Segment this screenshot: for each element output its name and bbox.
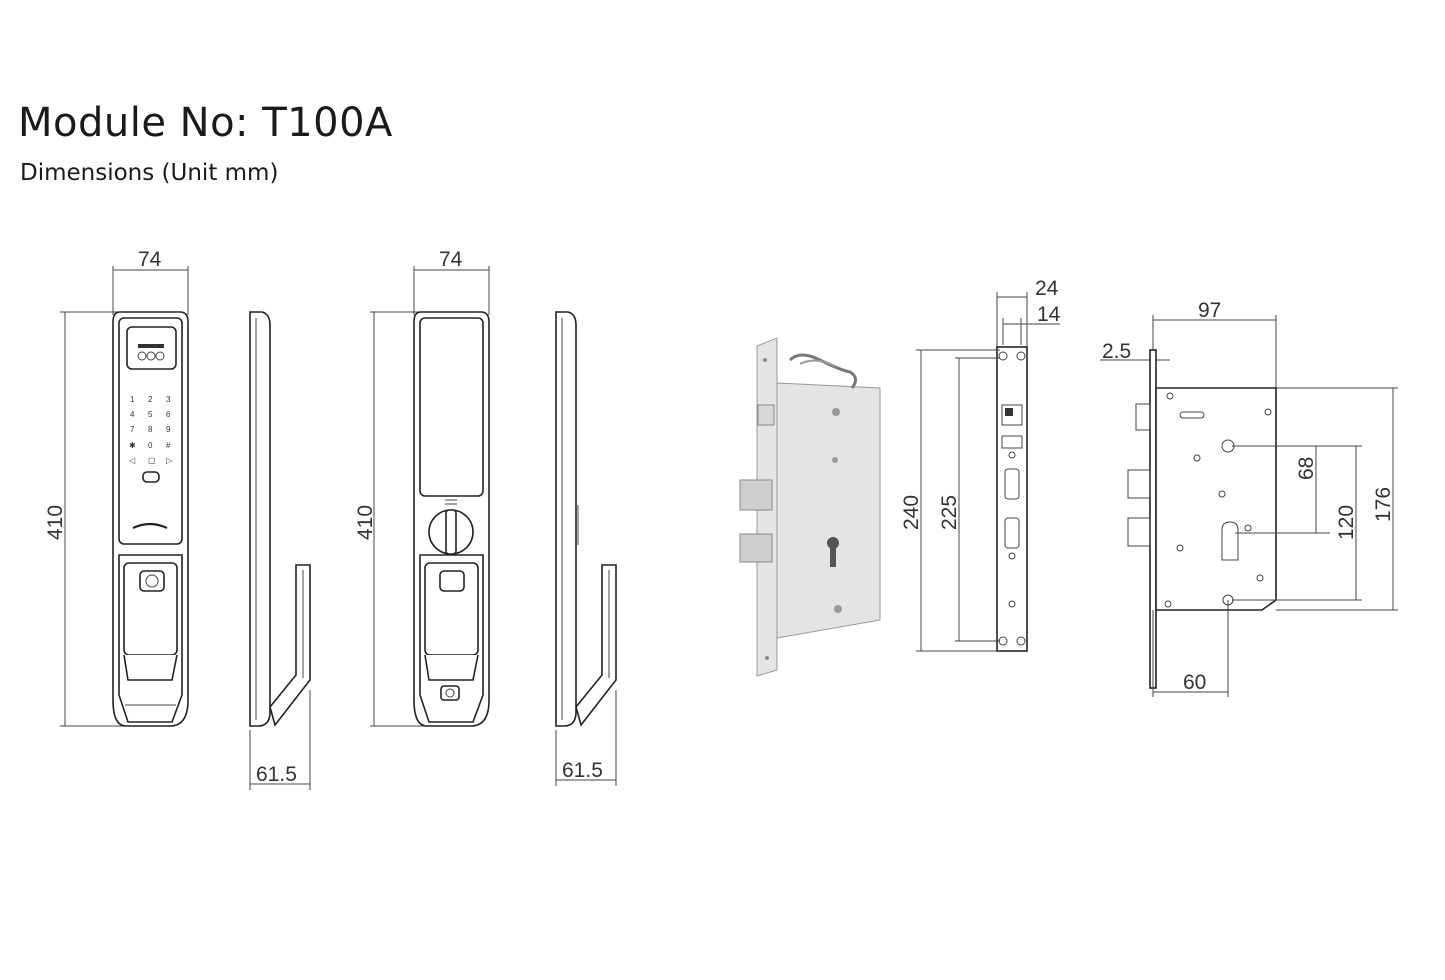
keypad-keys: 1 2 3 4 5 6 7 8 9 ✱ 0 # ◁ ▢ ▷ [129, 395, 173, 465]
svg-text:8: 8 [148, 425, 153, 434]
mortise-lock-illustration [739, 337, 881, 677]
svg-text:◁: ◁ [129, 456, 136, 465]
battery-cover [419, 317, 484, 497]
fingerprint-sensor [139, 570, 165, 592]
dim-back-side-depth: 61.5 [562, 759, 603, 782]
svg-text:2: 2 [148, 395, 153, 404]
mortise-case-outline [1155, 387, 1277, 611]
svg-text:✱: ✱ [129, 441, 136, 450]
side-view-back: 61.5 [555, 311, 617, 786]
dim-backset: 60 [1183, 671, 1206, 694]
mortise-body-elevation: 97 2.5 68 120 176 60 [1100, 299, 1398, 697]
svg-text:4: 4 [130, 410, 135, 419]
svg-text:▷: ▷ [166, 456, 173, 465]
svg-text:1: 1 [130, 395, 135, 404]
svg-text:3: 3 [166, 395, 171, 404]
handle-arc [132, 522, 168, 530]
dim-side-depth: 61.5 [256, 763, 297, 786]
dim-spindle-cylinder: 120 [1335, 505, 1358, 540]
svg-text:7: 7 [130, 425, 135, 434]
dim-screw-spacing: 225 [938, 495, 961, 530]
svg-text:▢: ▢ [148, 456, 156, 465]
mortise-case [776, 382, 881, 639]
svg-text:#: # [166, 441, 171, 450]
card-reader [142, 471, 160, 483]
dim-offset: 2.5 [1102, 340, 1131, 363]
mortise-faceplate-elevation: 24 14 240 225 [900, 277, 1061, 652]
side-profile [249, 311, 271, 727]
dim-faceplate-width: 24 [1035, 277, 1059, 300]
key-cover [440, 685, 460, 701]
dim-back-width: 74 [439, 248, 463, 271]
svg-text:0: 0 [148, 441, 153, 450]
dim-faceplate-inner: 14 [1037, 303, 1061, 326]
page-title: Module No: T100A [18, 100, 393, 146]
svg-text:5: 5 [148, 410, 153, 419]
svg-text:6: 6 [166, 410, 171, 419]
side-handle [269, 564, 311, 727]
dim-body-width: 97 [1198, 299, 1221, 322]
svg-text:9: 9 [166, 425, 171, 434]
keypad-panel [118, 317, 183, 545]
dim-front-width: 74 [138, 248, 162, 271]
side-view-front: 61.5 [249, 311, 311, 790]
dim-upper-spacing: 68 [1295, 457, 1318, 480]
dim-mortise-height: 240 [900, 495, 923, 530]
back-view: 74 410 [354, 248, 490, 727]
front-view: 74 410 1 2 3 4 5 6 7 8 9 ✱ 0 # ◁ ▢ ▷ [44, 248, 189, 727]
page-subtitle: Dimensions (Unit mm) [20, 160, 279, 186]
dim-back-height: 410 [354, 505, 377, 540]
dim-front-height: 410 [44, 505, 67, 540]
dim-body-height: 176 [1372, 487, 1395, 522]
